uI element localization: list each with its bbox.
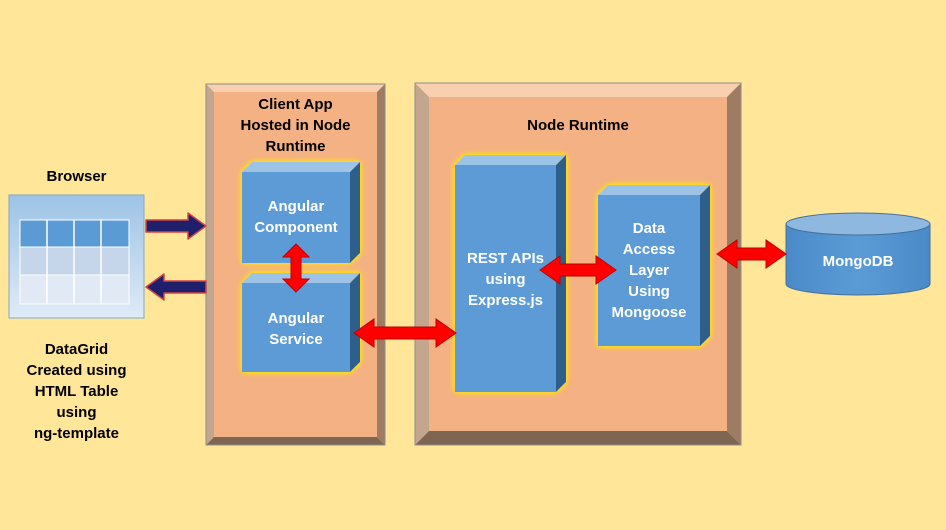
node-runtime-title: Node Runtime	[527, 117, 629, 134]
caption-line: HTML Table	[34, 383, 119, 400]
rest-apis-block	[455, 155, 566, 392]
rest-apis-label: REST APIs using Express.js	[455, 248, 556, 311]
title-line: Client App	[258, 96, 333, 113]
label-line: Express.js	[467, 292, 544, 309]
label-line: using	[485, 271, 526, 288]
label-line: Mongoose	[611, 304, 687, 321]
browser-title: Browser	[46, 168, 107, 185]
mongodb-label: MongoDB	[822, 253, 894, 270]
caption-line: using	[56, 404, 97, 421]
dataaccess-mongodb-arrow	[716, 239, 787, 269]
data-access-layer-label: Data Access Layer Using Mongoose	[598, 218, 700, 323]
angular-service-block	[242, 273, 360, 372]
caption-line: Created using	[26, 362, 127, 379]
label-line: Using	[628, 283, 670, 300]
label-line: Angular	[267, 198, 325, 215]
client-to-browser-arrow	[145, 273, 207, 301]
label-line: Service	[269, 331, 323, 348]
label-line: Layer	[628, 262, 670, 279]
component-service-arrow	[281, 243, 311, 293]
datagrid-caption: DataGrid Created using HTML Table using …	[0, 339, 153, 444]
label-line: Data	[632, 220, 666, 237]
angular-service-label: Angular Service	[242, 308, 350, 350]
mongodb-cylinder	[785, 212, 931, 296]
label-line: REST APIs	[467, 250, 544, 267]
caption-line: ng-template	[33, 425, 119, 442]
label-line: Component	[254, 219, 338, 236]
label-line: Access	[622, 241, 676, 258]
caption-line: DataGrid	[44, 341, 109, 358]
datagrid-table	[19, 219, 130, 305]
rest-dataaccess-arrow	[539, 255, 617, 285]
browser-to-client-arrow	[145, 212, 207, 240]
browser-window	[8, 194, 145, 319]
service-rest-arrow	[353, 318, 457, 348]
angular-component-label: Angular Component	[242, 196, 350, 238]
title-line: Runtime	[265, 138, 326, 155]
client-app-title: Client App Hosted in Node Runtime	[214, 94, 377, 157]
title-line: Hosted in Node	[240, 117, 351, 134]
label-line: Angular	[267, 310, 325, 327]
